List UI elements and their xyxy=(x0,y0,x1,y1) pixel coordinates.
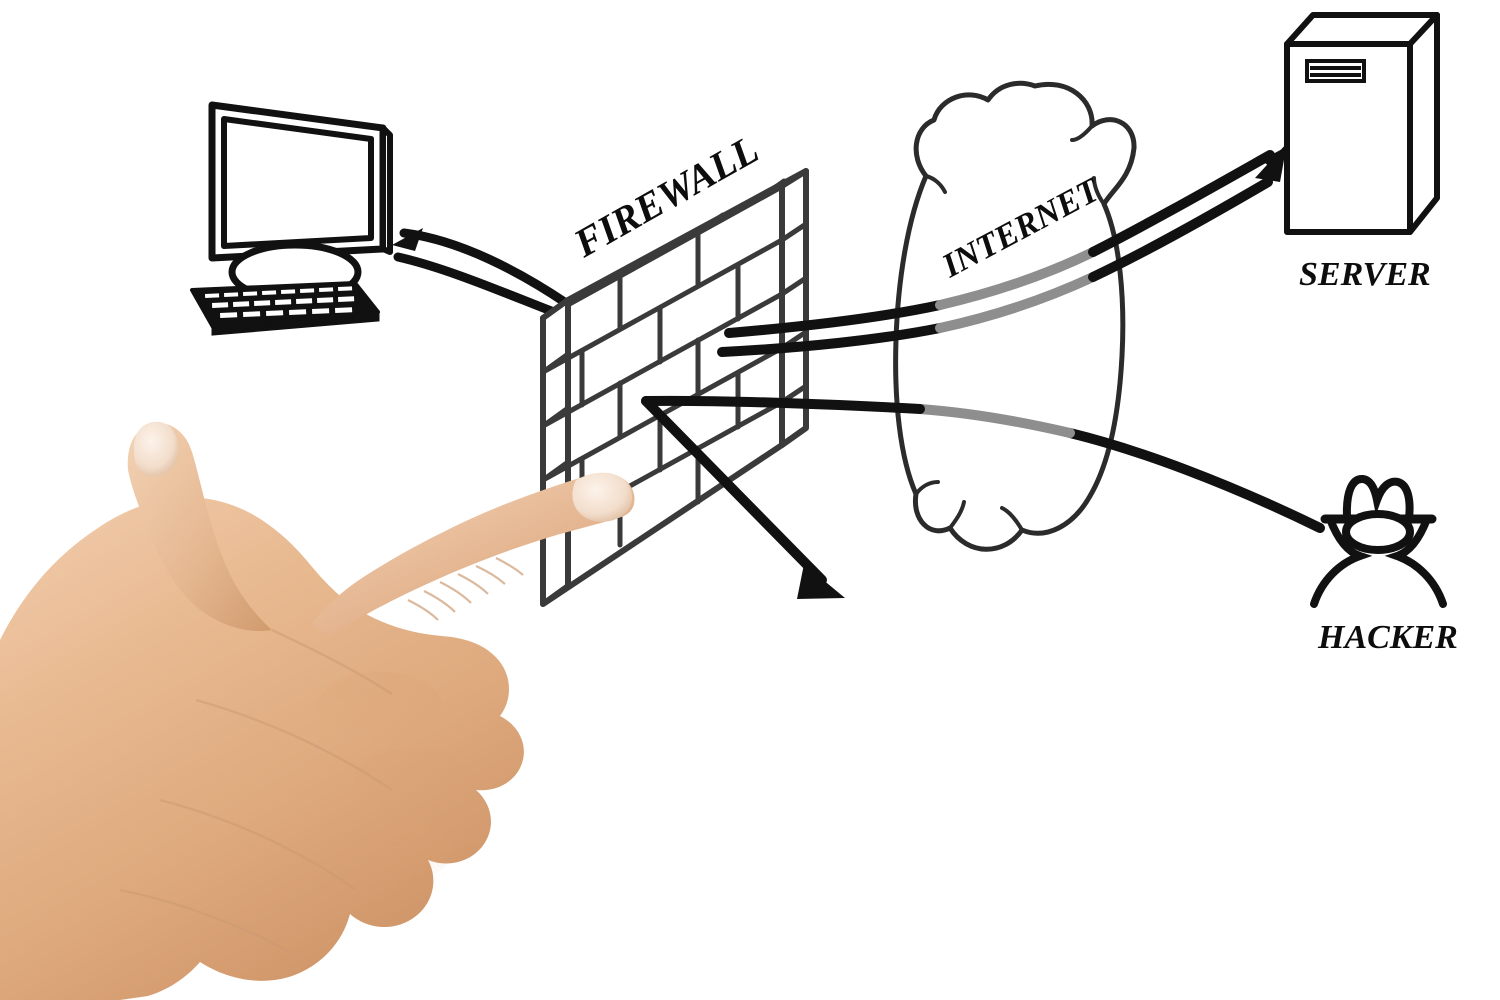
server-label: SERVER xyxy=(1299,256,1431,293)
connection-server-firewall-in xyxy=(717,177,1273,357)
index-finger-nail xyxy=(572,472,633,522)
thumb-nail xyxy=(133,421,179,477)
hand-thumb xyxy=(127,423,272,632)
connection-firewall-server-out xyxy=(724,143,1287,338)
hacker-label: HACKER xyxy=(1317,619,1458,656)
desktop-computer-icon[interactable] xyxy=(190,101,393,336)
hacker-figure-icon[interactable]: HACKER xyxy=(1310,475,1458,656)
hand-contours xyxy=(119,628,393,960)
finger-creases xyxy=(407,557,524,621)
server-tower-icon[interactable]: SERVER xyxy=(1284,12,1440,293)
connection-hacker-firewall-blocked xyxy=(641,395,1325,599)
hand-shading xyxy=(318,672,470,882)
hand-index-finger xyxy=(312,473,635,636)
